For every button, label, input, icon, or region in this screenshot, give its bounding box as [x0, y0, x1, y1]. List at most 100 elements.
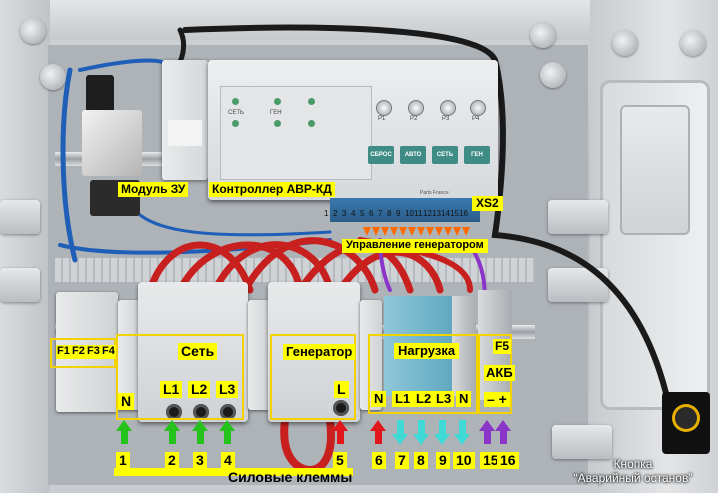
arrow-down-icon: [444, 227, 452, 236]
screw: [680, 30, 706, 56]
module-zu-device: [82, 110, 142, 176]
arrow-down-icon: [435, 227, 443, 236]
arrow-shaft: [121, 430, 128, 444]
arrow-up-icon: [219, 420, 235, 431]
controller-brand: Parts France: [420, 190, 449, 196]
terminal-number-label: 2: [165, 452, 179, 469]
terminal-number: 1: [324, 209, 329, 218]
breaker: [118, 300, 140, 410]
arrow-up-icon: [370, 420, 386, 431]
arrow-down-icon: [413, 434, 429, 445]
led-indicator: [308, 98, 315, 105]
label-module-zu: Модуль ЗУ: [118, 182, 189, 197]
screw: [40, 64, 66, 90]
power-supply: [162, 60, 208, 180]
phase-label-load: L3: [433, 391, 455, 407]
controller-button-auto[interactable]: АВТО: [400, 146, 426, 164]
fuse-label: F2: [71, 345, 86, 359]
arrow-up-icon: [164, 420, 180, 431]
arrow-down-icon: [399, 227, 407, 236]
phase-label-load: L1: [392, 391, 414, 407]
frame-generator: [270, 334, 356, 420]
phase-label-load: N: [371, 391, 387, 407]
arrow-shaft: [418, 420, 425, 434]
arrow-up-icon: [495, 420, 511, 431]
terminal-strip-xs2: [330, 198, 480, 222]
arrow-down-icon: [408, 227, 416, 236]
hinge-left: [0, 200, 40, 234]
estop-caption-line1: Кнопка: [613, 457, 653, 471]
knob-label: Р1: [378, 116, 386, 122]
screw: [540, 62, 566, 88]
terminal-number-label: 1: [116, 452, 130, 469]
arrow-down-icon: [454, 434, 470, 445]
power-terminals-bar: [114, 468, 353, 476]
door-recess: [620, 105, 690, 235]
label-xs2: XS2: [472, 196, 503, 211]
label-akb-polarity: – +: [484, 392, 510, 407]
controller-button-gen[interactable]: ГЕН: [464, 146, 490, 164]
arrow-shaft: [375, 430, 382, 444]
label-power-terminals: Силовые клеммы: [228, 469, 353, 485]
arrow-shaft: [500, 430, 507, 444]
controller-label-gen: ГЕН: [270, 110, 282, 116]
terminal-number: 4: [351, 209, 356, 218]
label-set: Сеть: [178, 343, 218, 360]
terminal-number: 2: [333, 209, 338, 218]
phase-label-set: L1: [160, 381, 183, 398]
controller-button-set[interactable]: СЕТЬ: [432, 146, 458, 164]
terminal-number: 9: [396, 209, 401, 218]
led-indicator: [232, 98, 239, 105]
potentiometer-knob[interactable]: [408, 100, 424, 116]
phase-label-set: L3: [216, 381, 239, 398]
terminal-number: 7: [378, 209, 383, 218]
psu-label: [168, 120, 202, 146]
fuse-label: F1: [56, 345, 71, 359]
arrow-down-icon: [434, 434, 450, 445]
led-indicator: [308, 120, 315, 127]
controller-face: [220, 86, 372, 180]
terminal-number: 14: [441, 209, 450, 218]
potentiometer-knob[interactable]: [440, 100, 456, 116]
arrow-up-icon: [479, 420, 495, 431]
terminal-number-label: 16: [497, 452, 519, 469]
terminal-number: 16: [459, 209, 468, 218]
terminal-number-label: 15: [480, 452, 502, 469]
terminal-number-label: 3: [193, 452, 207, 469]
arrow-shaft: [197, 430, 204, 444]
terminal-number: 11: [414, 209, 423, 218]
arrow-down-icon: [426, 227, 434, 236]
potentiometer-knob[interactable]: [470, 100, 486, 116]
terminal-number-label: 9: [436, 452, 450, 469]
terminal-number: 10: [405, 209, 414, 218]
label-load: Нагрузка: [394, 343, 460, 359]
emergency-stop-button[interactable]: [662, 392, 710, 454]
hinge-left: [0, 268, 40, 302]
arrow-down-icon: [417, 227, 425, 236]
arrow-shaft: [224, 430, 231, 444]
fuse-label: F4: [101, 345, 116, 359]
controller-button-reset[interactable]: СБРОС: [368, 146, 394, 164]
hinge: [552, 425, 612, 459]
breaker: [360, 300, 382, 410]
terminal-number: 15: [450, 209, 459, 218]
arrow-down-icon: [363, 227, 371, 236]
arrow-down-icon: [381, 227, 389, 236]
phase-label-load: N: [456, 391, 472, 407]
arrow-shaft: [397, 420, 404, 434]
estop-knob[interactable]: [672, 404, 700, 432]
breaker: [248, 300, 270, 410]
terminal-number-label: 6: [372, 452, 386, 469]
terminal-number: 6: [369, 209, 374, 218]
screw: [612, 30, 638, 56]
terminal-number: 8: [387, 209, 392, 218]
label-controller: Контроллер АВР-КД: [209, 182, 335, 197]
potentiometer-knob[interactable]: [376, 100, 392, 116]
arrow-down-icon: [390, 227, 398, 236]
phase-label-set: L2: [188, 381, 211, 398]
phase-label-load: L2: [413, 391, 435, 407]
terminal-number: 12: [423, 209, 432, 218]
arrow-down-icon: [462, 227, 470, 236]
terminal-number-label: 8: [414, 452, 428, 469]
